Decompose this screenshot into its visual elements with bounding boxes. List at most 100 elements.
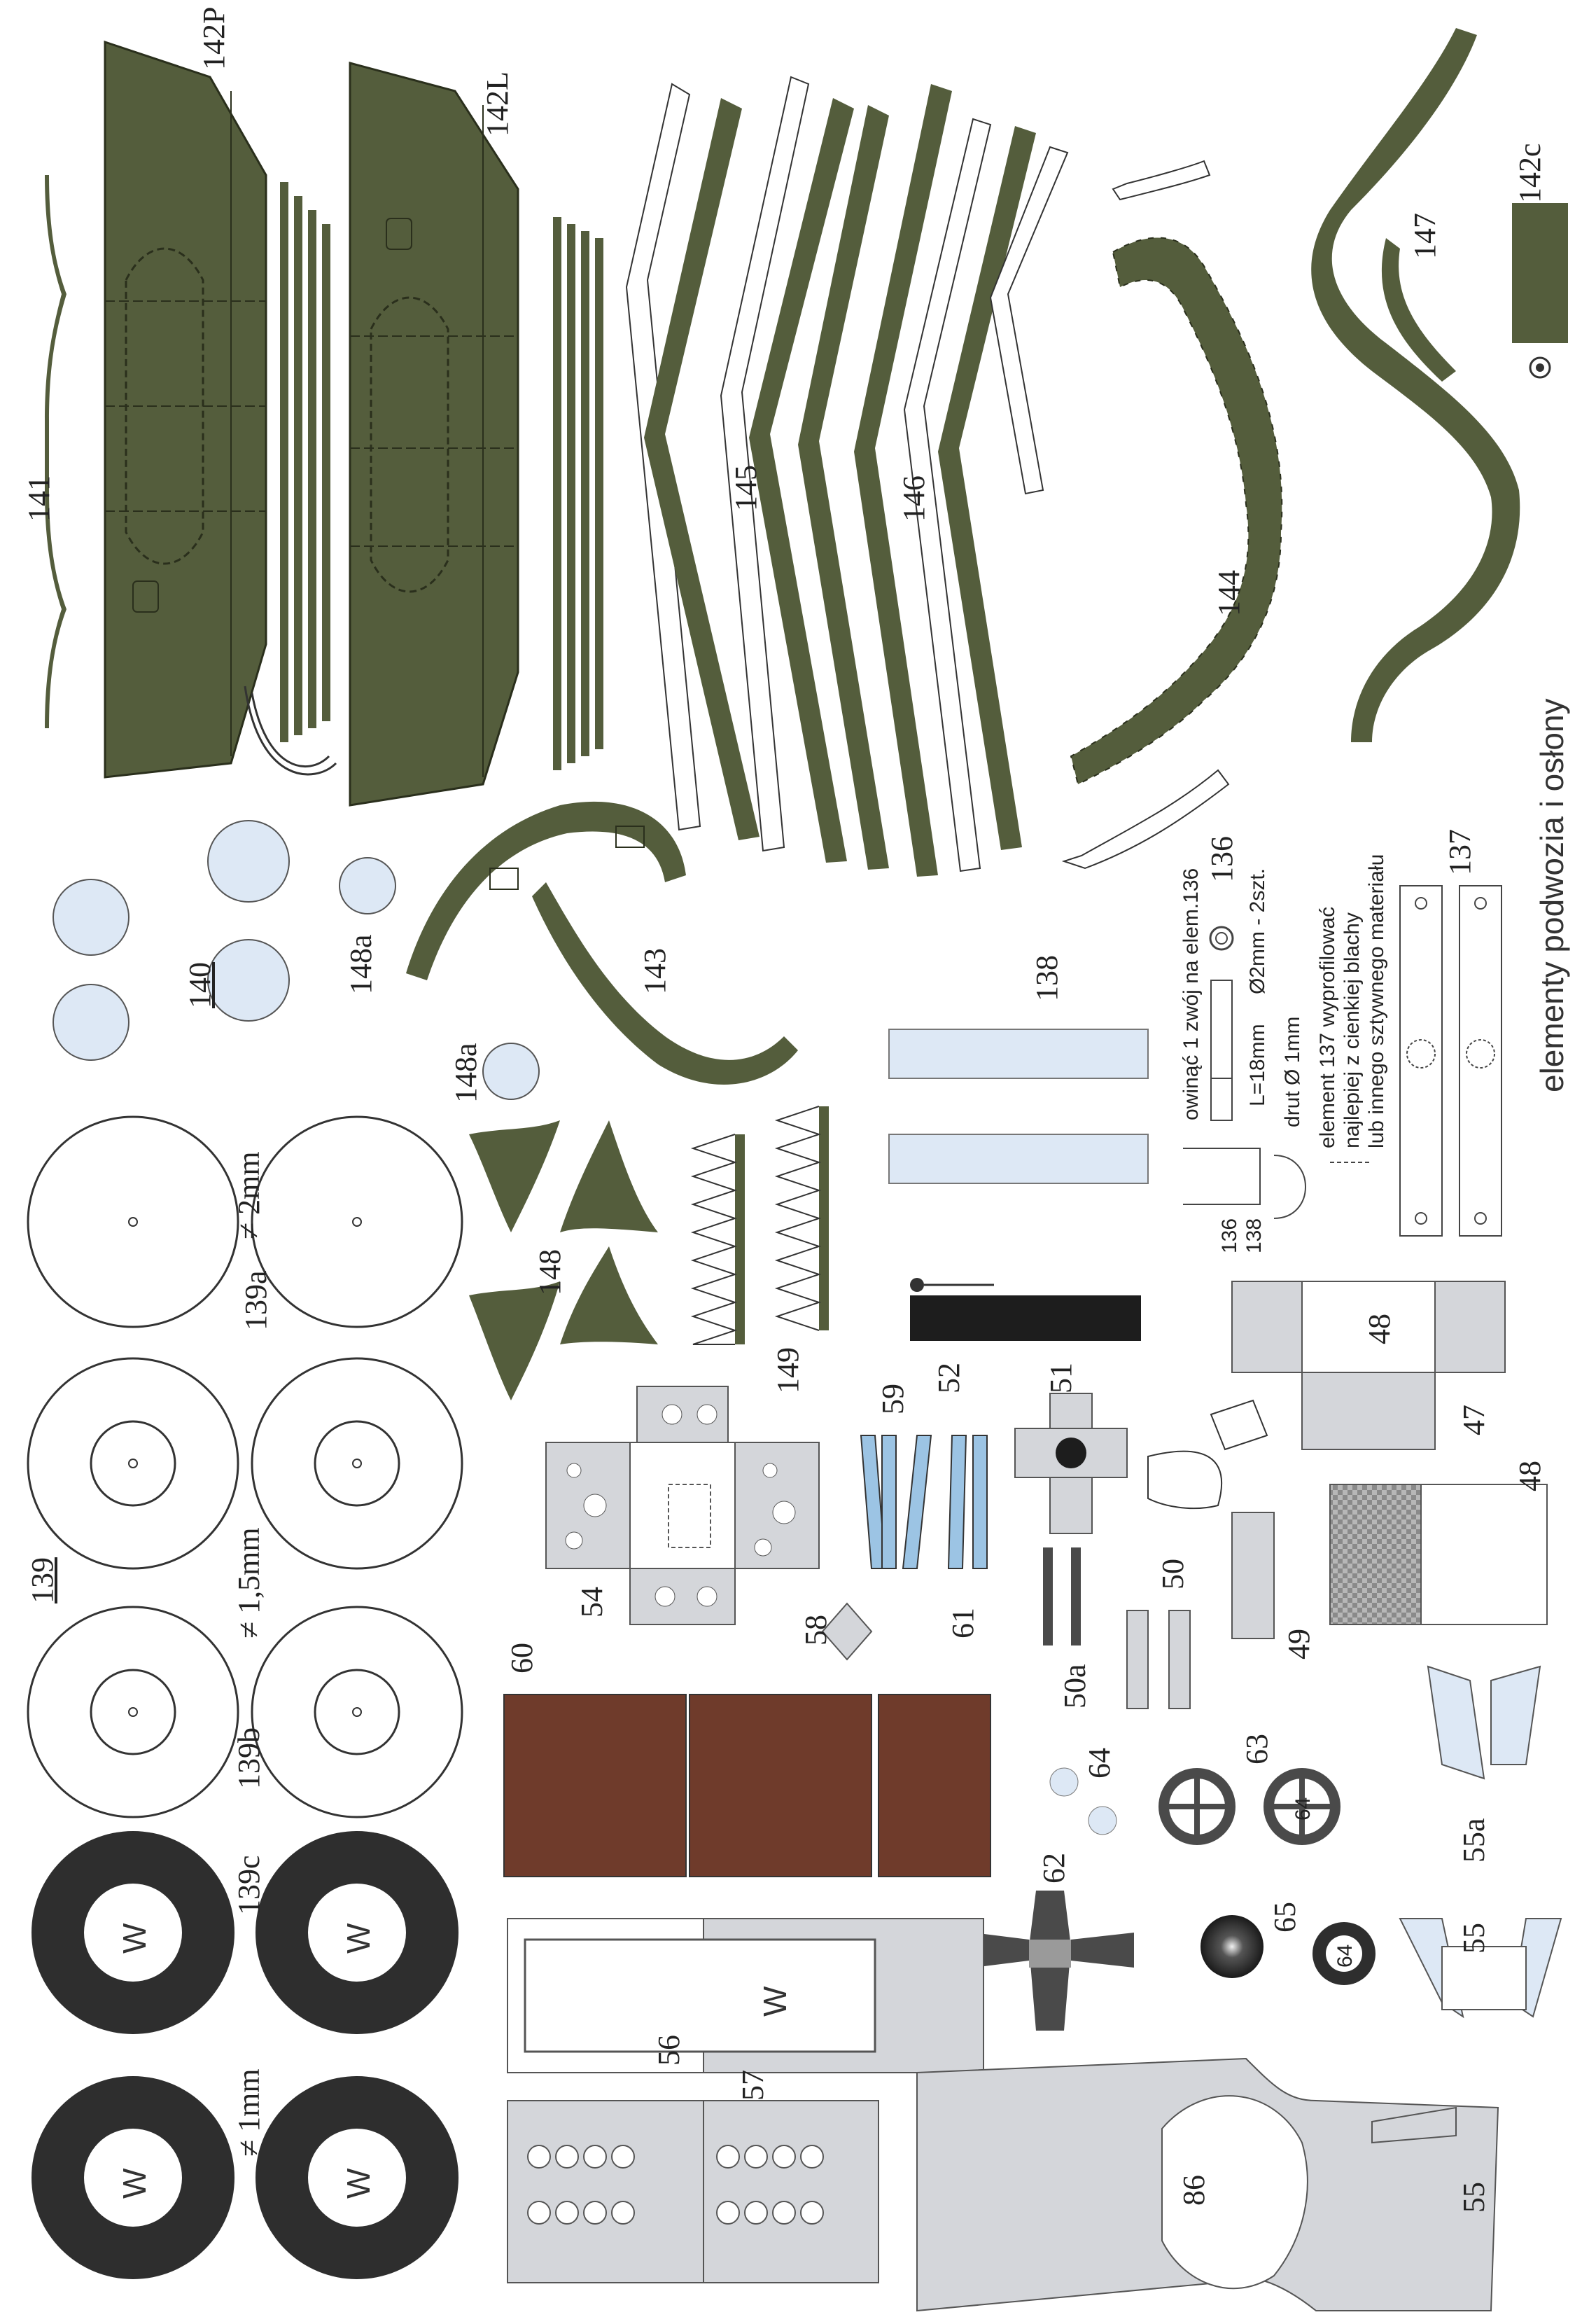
label-disc-64a: 64 [1292, 1797, 1315, 1821]
label-140: 140 [183, 962, 217, 1008]
label-55: 55 [1457, 1923, 1491, 1954]
label-141: 141 [22, 475, 56, 522]
part-139a-wheels [27, 1115, 463, 1328]
label-143: 143 [638, 948, 672, 994]
label-55b: 55 [1457, 2182, 1491, 2213]
part-141-profile [45, 175, 66, 728]
note-137-line3: lub innego sztywnego materiału [1365, 854, 1388, 1148]
part-144-strip-2 [1112, 160, 1211, 201]
label-50: 50 [1156, 1559, 1190, 1589]
label-148a-bottom: 148a [449, 1043, 483, 1103]
label-48-bottom: 48 [1513, 1461, 1547, 1491]
note-length: L=18mm [1246, 1024, 1269, 1106]
part-51 [1014, 1393, 1128, 1534]
label-142c: 142c [1513, 143, 1547, 203]
part-86-frame [916, 2057, 1499, 2312]
label-149: 149 [771, 1347, 805, 1393]
part-140-discs [52, 820, 540, 1100]
label-51: 51 [1044, 1363, 1078, 1393]
part-149 [690, 1106, 829, 1345]
label-57: 57 [736, 2070, 770, 2101]
part-136-detail [1183, 926, 1372, 1219]
label-86: 86 [1177, 2175, 1211, 2206]
part-47-48 [1231, 1281, 1506, 1450]
part-55-upper [1399, 1665, 1562, 2019]
label-disc-64b: 64 [1334, 1944, 1357, 1968]
label-wheel-w5: W [757, 1986, 793, 2017]
label-58: 58 [799, 1615, 833, 1645]
part-64-disc-a [1049, 1767, 1079, 1797]
label-146: 146 [897, 475, 931, 522]
note-137-line1: element 137 wyprofilować [1316, 906, 1339, 1148]
label-139: 139 [25, 1557, 59, 1603]
label-60: 60 [505, 1643, 539, 1674]
part-143-lower [532, 882, 798, 1085]
label-49: 49 [1282, 1629, 1316, 1660]
note-wire: drut Ø 1mm [1281, 1016, 1304, 1127]
part-147 [1311, 28, 1520, 742]
label-142P: 142P [197, 6, 231, 70]
part-50 [1147, 1450, 1222, 1510]
label-139a: 139a [239, 1270, 273, 1330]
part-142P-strips [244, 182, 337, 776]
label-wheel-w4: W [340, 2168, 377, 2199]
part-144 [1070, 237, 1283, 786]
label-139c: 139c [232, 1855, 266, 1915]
label-thick-15mm: ≠ 1,5mm [232, 1527, 266, 1638]
label-147: 147 [1408, 213, 1442, 259]
part-142c [1512, 203, 1568, 343]
part-56 [507, 1918, 984, 2073]
label-138: 138 [1030, 955, 1064, 1001]
part-57-holes [527, 2145, 824, 2225]
part-52 [910, 1295, 1141, 1341]
part-60 [503, 1694, 991, 1877]
label-137: 137 [1443, 829, 1477, 875]
label-142L: 142L [480, 71, 514, 137]
part-137 [1399, 885, 1502, 1237]
label-54: 54 [575, 1587, 609, 1617]
part-64-disc-b [1088, 1806, 1117, 1835]
part-58 [821, 1602, 873, 1661]
label-62: 62 [1037, 1853, 1071, 1884]
label-64: 64 [1082, 1748, 1116, 1779]
part-142c-marker [1529, 356, 1551, 379]
label-61: 61 [946, 1608, 980, 1638]
part-138-a [888, 1029, 1149, 1079]
label-55a: 55a [1457, 1818, 1491, 1863]
label-144: 144 [1212, 570, 1246, 616]
part-142L [349, 62, 519, 807]
part-59-61-rods [860, 1435, 988, 1569]
part-62 [973, 1891, 1134, 2031]
part-147-inner [1381, 238, 1456, 382]
label-59: 59 [876, 1384, 910, 1414]
label-65: 65 [1268, 1902, 1302, 1933]
label-wheel-w2: W [340, 1923, 377, 1954]
label-50a: 50a [1058, 1664, 1092, 1709]
label-wheel-w3: W [116, 2168, 153, 2199]
part-65-ball [1200, 1915, 1264, 1978]
label-47: 47 [1457, 1405, 1491, 1435]
sheet-title: elementy podwozia i osłony [1534, 698, 1570, 1092]
label-139b: 139b [232, 1727, 266, 1789]
note-ref-138: 138 [1242, 1218, 1266, 1253]
label-48-top: 48 [1362, 1314, 1396, 1344]
label-148a-top: 148a [344, 934, 378, 994]
part-50a [1043, 1547, 1053, 1645]
part-49 [1231, 1512, 1275, 1639]
label-136: 136 [1205, 836, 1239, 882]
label-56: 56 [652, 2035, 686, 2066]
label-148: 148 [533, 1249, 567, 1295]
label-145: 145 [729, 465, 763, 511]
part-55-bracket [1371, 2106, 1457, 2144]
label-52: 52 [932, 1363, 966, 1393]
part-54 [545, 1386, 820, 1625]
part-63-wheels [1158, 1768, 1340, 1845]
part-143 [406, 801, 686, 980]
part-142L-strips [553, 217, 603, 770]
part-138-b [888, 1134, 1149, 1184]
label-wheel-w1: W [116, 1923, 153, 1954]
part-139c-tyres [31, 1831, 458, 2279]
part-144-strip [1061, 769, 1230, 870]
